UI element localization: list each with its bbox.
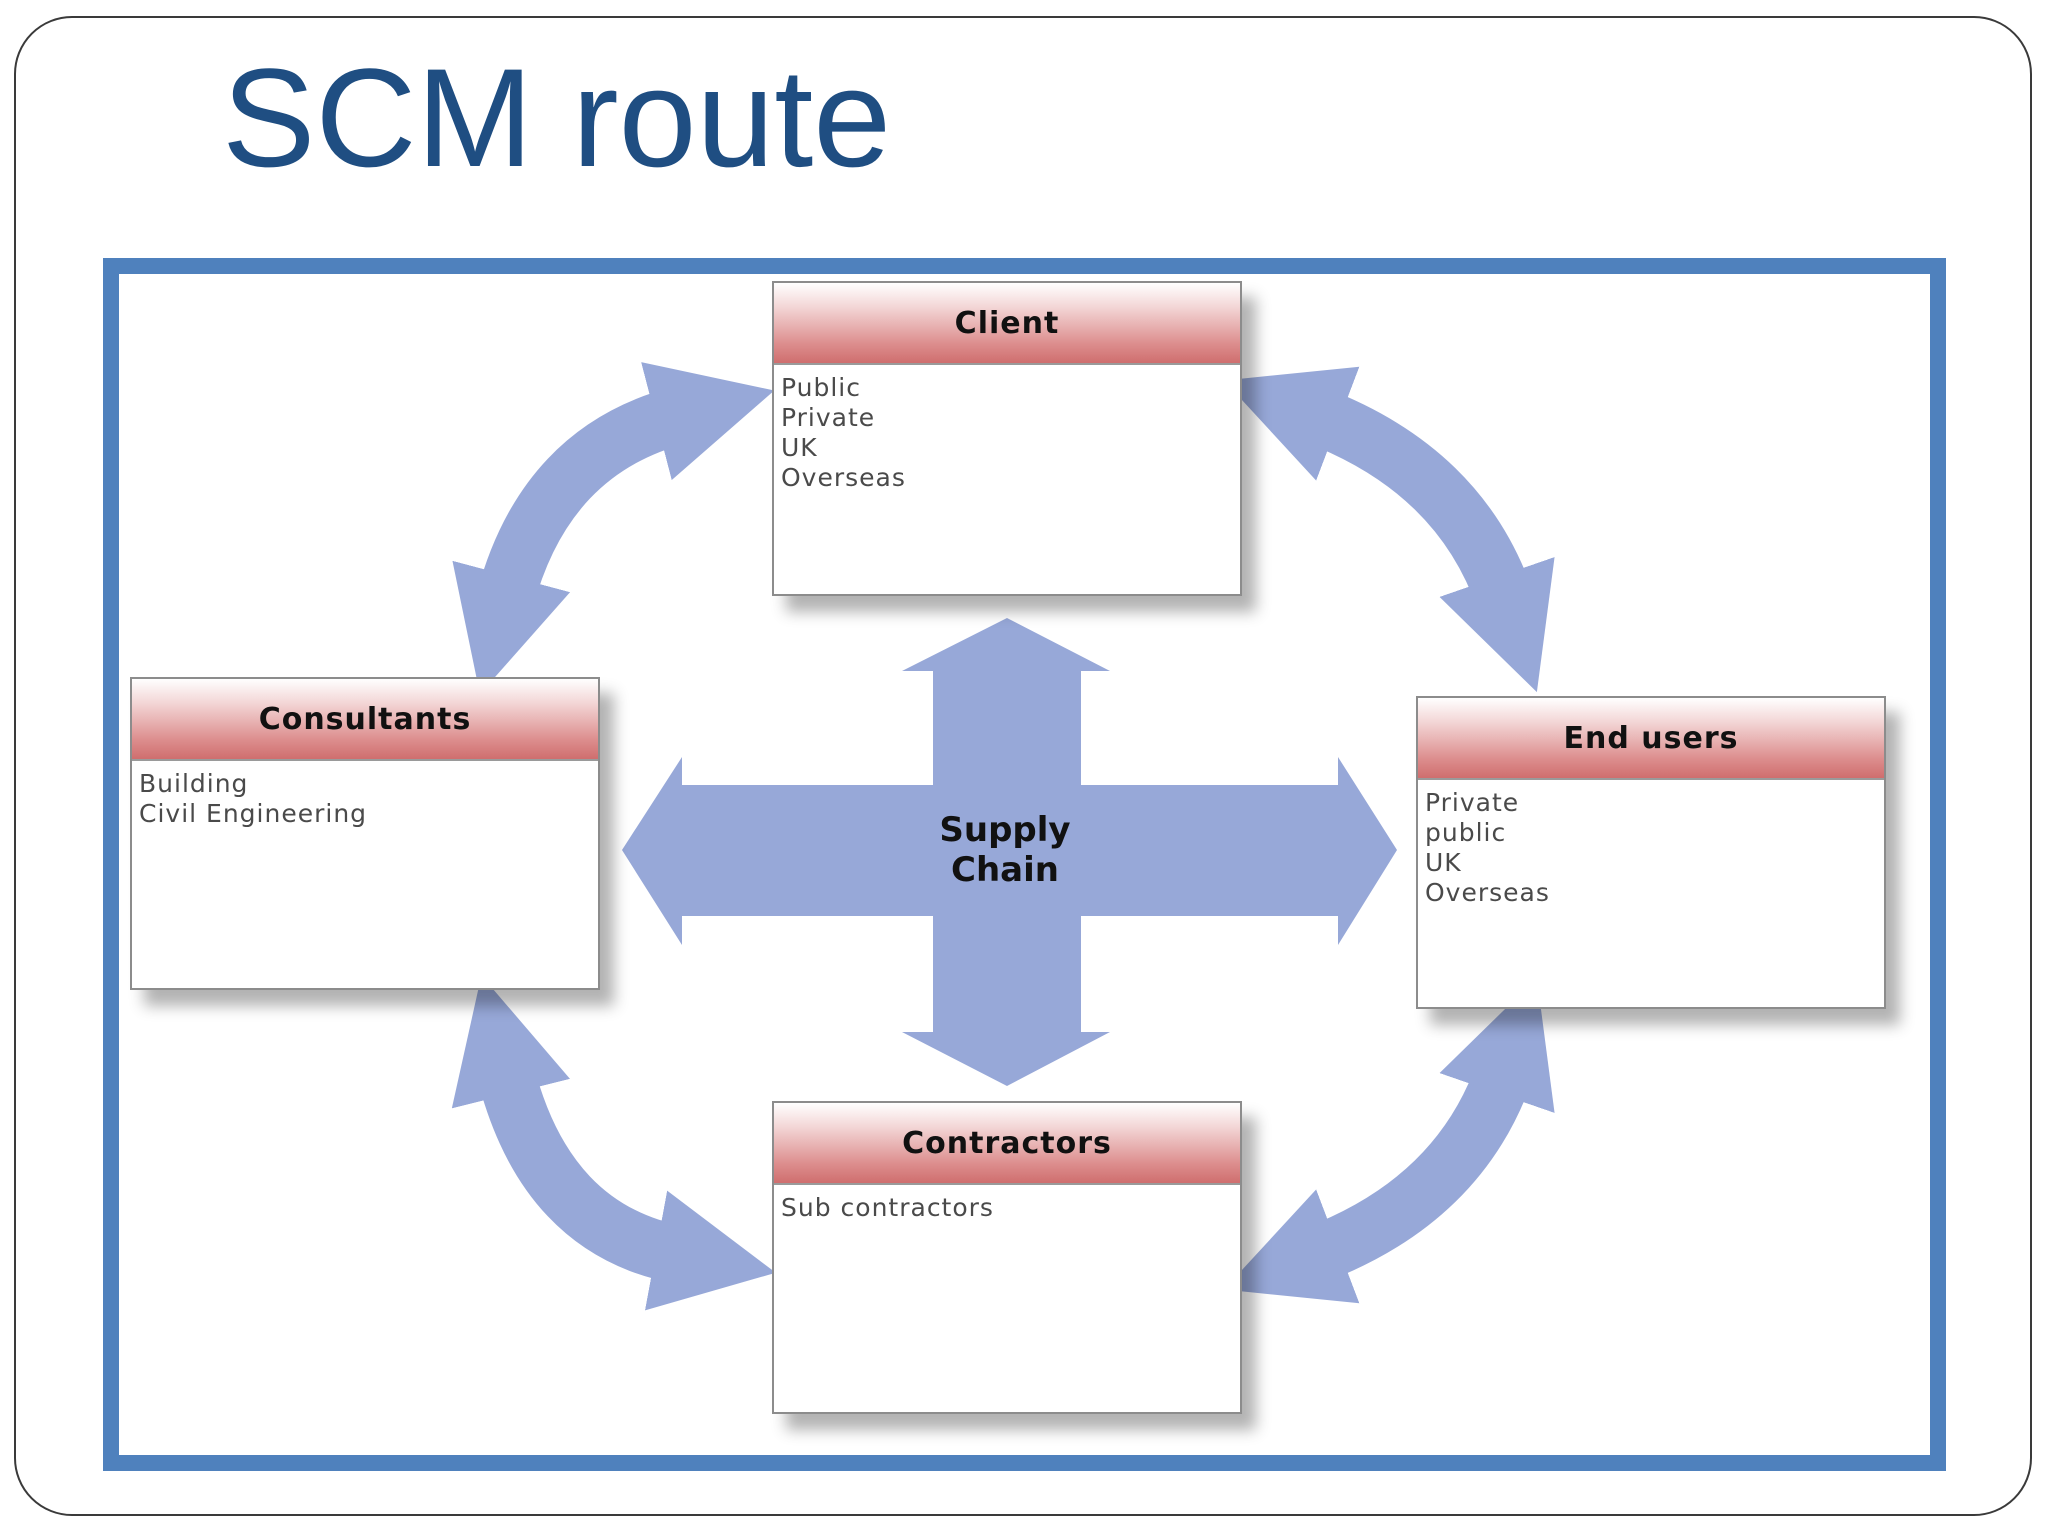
- client-item: Public: [781, 373, 861, 402]
- curved-arrow-consultants-client: [452, 362, 775, 695]
- client-item: Private: [781, 403, 876, 432]
- end-users-item: Private: [1425, 788, 1520, 817]
- consultants-box: Consultants Building Civil Engineering: [130, 677, 600, 990]
- contractors-item: Sub contractors: [781, 1193, 994, 1222]
- contractors-box: Contractors Sub contractors: [772, 1101, 1242, 1414]
- end-users-box-items: Private public UK Overseas: [1418, 780, 1884, 908]
- curved-arrow-consultants-contractors: [451, 975, 776, 1311]
- slide-title: SCM route: [222, 39, 892, 196]
- client-box-title: Client: [774, 283, 1240, 365]
- contractors-box-items: Sub contractors: [774, 1185, 1240, 1223]
- contractors-box-title: Contractors: [774, 1103, 1240, 1185]
- client-box: Client Public Private UK Overseas: [772, 281, 1242, 596]
- curved-arrow-client-endusers: [1223, 366, 1555, 693]
- end-users-item: public: [1425, 818, 1507, 847]
- end-users-item: UK: [1425, 848, 1462, 877]
- consultants-item: Civil Engineering: [139, 799, 368, 828]
- client-box-items: Public Private UK Overseas: [774, 365, 1240, 493]
- consultants-item: Building: [139, 769, 249, 798]
- end-users-box-title: End users: [1418, 698, 1884, 780]
- end-users-item: Overseas: [1425, 878, 1550, 907]
- supply-chain-label-line2: Chain: [951, 850, 1059, 890]
- consultants-box-title: Consultants: [132, 679, 598, 761]
- client-item: UK: [781, 433, 818, 462]
- supply-chain-label-line1: Supply: [939, 810, 1071, 850]
- client-item: Overseas: [781, 463, 906, 492]
- curved-arrow-contractors-endusers: [1223, 977, 1555, 1304]
- supply-chain-cross-arrow: [622, 618, 1397, 1086]
- consultants-box-items: Building Civil Engineering: [132, 761, 598, 829]
- end-users-box: End users Private public UK Overseas: [1416, 696, 1886, 1009]
- supply-chain-label: Supply Chain: [910, 810, 1100, 890]
